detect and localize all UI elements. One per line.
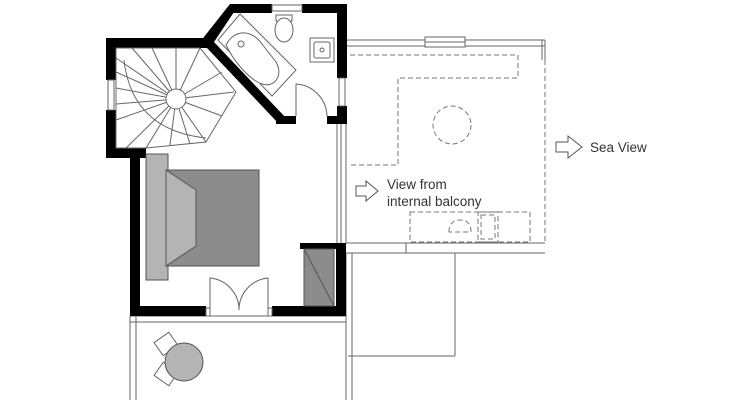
bedroom xyxy=(145,124,342,317)
sea-view-annotation: Sea View xyxy=(555,134,647,160)
stair-newel xyxy=(165,88,187,110)
desk-dashed xyxy=(409,211,531,243)
internal-balcony xyxy=(345,36,546,243)
arrow-right-icon xyxy=(355,179,379,203)
walls xyxy=(104,2,349,316)
toilet xyxy=(274,17,294,43)
terrace xyxy=(153,331,204,387)
arrow-right-icon xyxy=(555,134,583,160)
internal-view-annotation: View from internal balcony xyxy=(355,177,482,209)
door-left xyxy=(209,277,240,311)
internal-view-label-line2: internal balcony xyxy=(387,194,482,209)
bathtub xyxy=(225,32,280,86)
internal-view-label-line1: View from xyxy=(387,177,447,192)
sea-view-label: Sea View xyxy=(590,140,647,155)
bath-window xyxy=(271,4,303,12)
bed-pillows xyxy=(165,169,197,267)
desk-chair-dashed xyxy=(448,219,472,233)
bathroom xyxy=(217,13,335,117)
spiral-staircase xyxy=(115,47,237,149)
round-table-dashed xyxy=(432,105,472,145)
door-right xyxy=(238,277,269,311)
stair-window xyxy=(107,79,115,111)
terrace-table xyxy=(164,342,204,382)
bed-headboard xyxy=(145,153,169,281)
